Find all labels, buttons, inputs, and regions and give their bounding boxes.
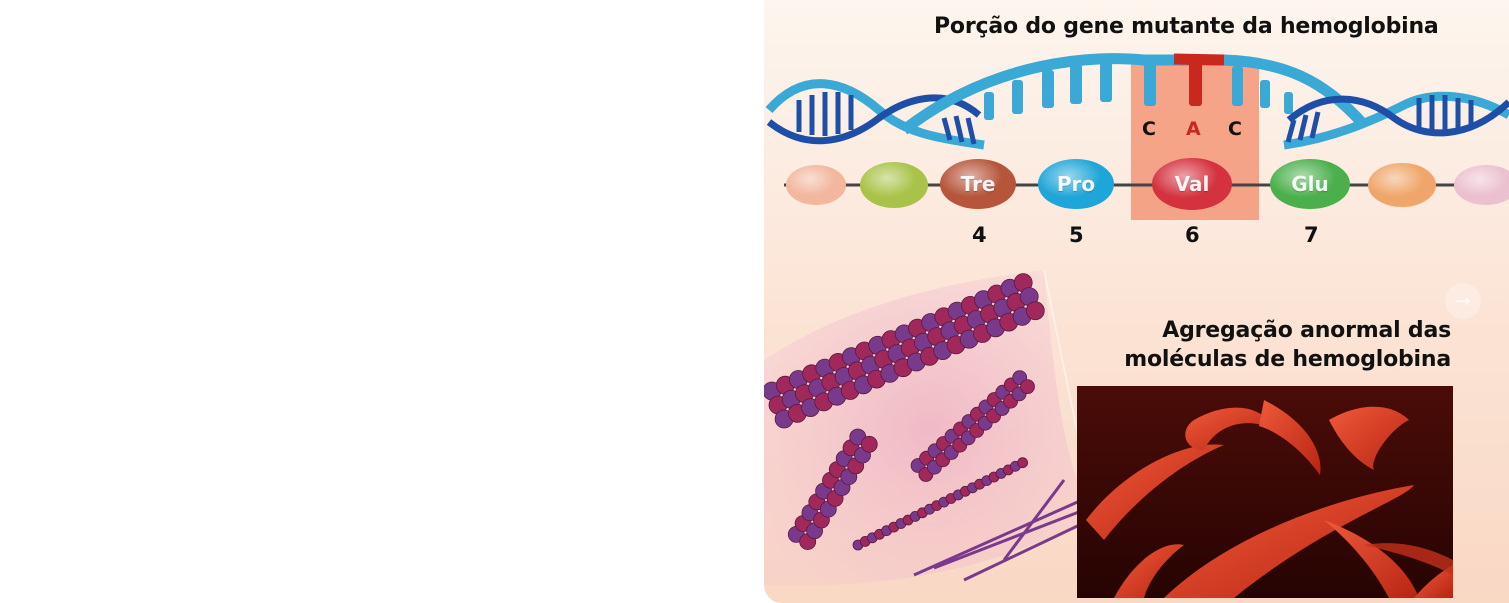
sickle-cell-image: [1077, 386, 1453, 598]
hemoglobin-fibers: [764, 273, 1091, 582]
dna-helix-left: [765, 79, 985, 150]
sickle-cell-figure: Porção do gene mutante da hemoglobina C …: [764, 0, 1509, 603]
amino-number-6: 6: [1185, 223, 1200, 247]
aggregation-title-line1: Agregação anormal das: [1162, 318, 1451, 343]
figure-art: [764, 53, 1509, 598]
gene-title: Porção do gene mutante da hemoglobina: [934, 14, 1439, 39]
dna-helix-right: [1283, 91, 1509, 150]
aggregation-title-line2: moléculas de hemoglobina: [1124, 347, 1451, 372]
bead-label-pro: Pro: [1056, 172, 1096, 196]
bead-label-val: Val: [1174, 172, 1210, 196]
arrow-right-icon[interactable]: →: [1445, 283, 1481, 319]
amino-acid-beads: [786, 158, 1509, 210]
amino-number-5: 5: [1069, 223, 1084, 247]
dna-arch: [900, 53, 1369, 135]
amino-number-7: 7: [1304, 223, 1319, 247]
bead-label-glu: Glu: [1291, 172, 1329, 196]
amino-number-4: 4: [972, 223, 987, 247]
bead-label-tre: Tre: [960, 172, 996, 196]
codon-letter-a: A: [1186, 118, 1201, 140]
codon-letter-c: C: [1142, 118, 1156, 140]
codon-letter-c: C: [1228, 118, 1242, 140]
mutated-base: [1189, 62, 1202, 106]
aggregation-title: Agregação anormal das moléculas de hemog…: [1124, 316, 1451, 374]
